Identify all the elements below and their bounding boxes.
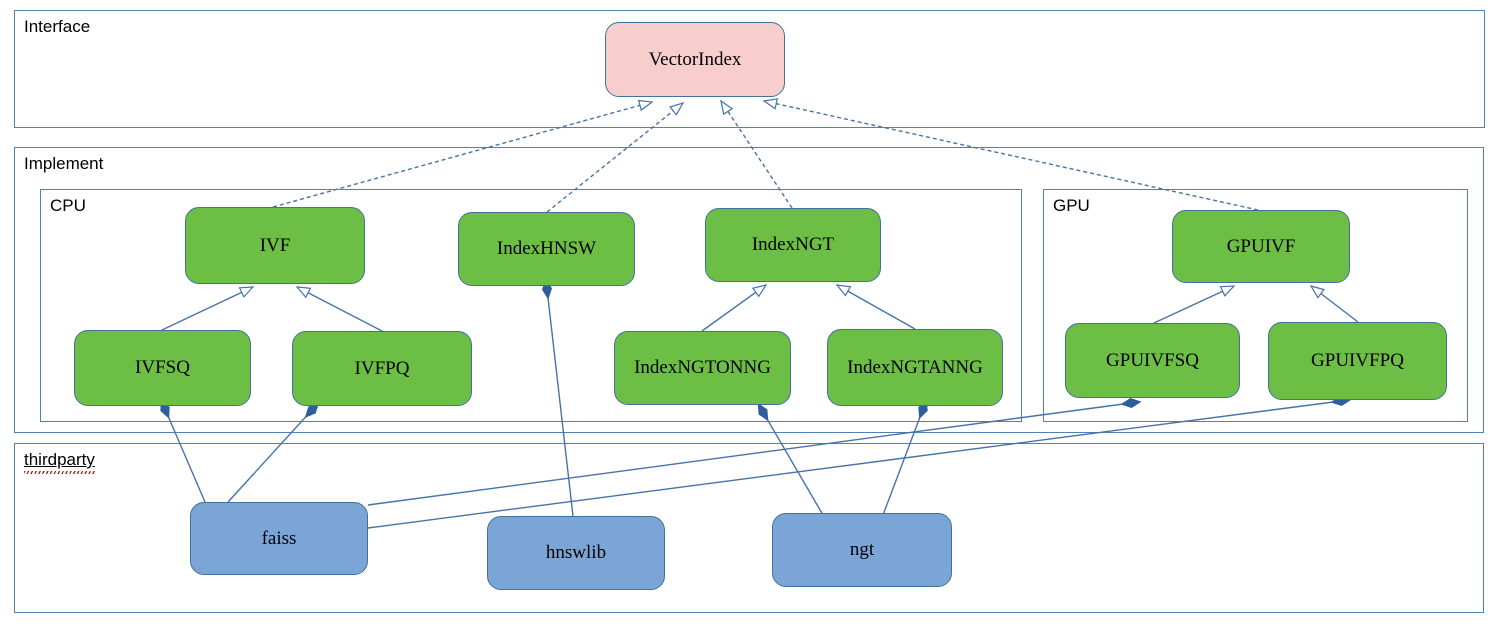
node-vectorindex[interactable]: VectorIndex <box>605 22 785 97</box>
node-label-indexngt: IndexNGT <box>751 234 835 255</box>
node-indexngtanng[interactable]: IndexNGTANNG <box>827 329 1003 406</box>
node-ivfsq[interactable]: IVFSQ <box>74 330 251 406</box>
edge-ngt-composes-indexngtanng <box>882 409 923 516</box>
node-indexhnsw[interactable]: IndexHNSW <box>458 212 635 286</box>
node-label-ivfpq: IVFPQ <box>354 357 410 379</box>
section-implement[interactable]: Implement <box>14 147 1484 433</box>
edge-indexngtanng-extends-indexngt <box>837 285 916 330</box>
edge-faiss-composes-gpuivfsq <box>367 403 1131 506</box>
section-label-thirdparty: thirdparty <box>24 450 95 474</box>
node-ngt[interactable]: ngt <box>772 513 952 587</box>
spellcheck-squiggle <box>24 470 95 474</box>
node-label-indexngtonng: IndexNGTONNG <box>634 357 771 378</box>
edge-hnswlib-composes-indexhnsw <box>547 289 574 517</box>
section-thirdparty[interactable]: thirdparty <box>14 443 1484 613</box>
edge-gpuivf-implements-vectorindex <box>764 101 1259 211</box>
node-faiss[interactable]: faiss <box>190 502 368 575</box>
node-gpuivfpq[interactable]: GPUIVFPQ <box>1268 322 1447 400</box>
node-label-ivfsq: IVFSQ <box>135 357 190 378</box>
section-cpu[interactable]: CPU <box>40 189 1022 422</box>
section-label-cpu: CPU <box>50 196 86 215</box>
node-label-gpuivf: GPUIVF <box>1226 235 1296 257</box>
node-ivf[interactable]: IVF <box>185 207 365 284</box>
node-hnswlib[interactable]: hnswlib <box>487 516 665 590</box>
edge-gpuivfsq-extends-gpuivf <box>1153 286 1234 324</box>
node-label-gpuivfpq: GPUIVFPQ <box>1311 350 1404 371</box>
node-label-indexngtanng: IndexNGTANNG <box>847 356 983 378</box>
node-label-gpuivfsq: GPUIVFSQ <box>1106 349 1199 371</box>
node-ivfpq[interactable]: IVFPQ <box>292 331 472 406</box>
edge-ivfpq-extends-ivf <box>297 287 383 332</box>
section-label-implement: Implement <box>24 154 104 173</box>
edge-ivf-implements-vectorindex <box>272 102 652 208</box>
edge-gpuivfpq-extends-gpuivf <box>1311 286 1359 323</box>
edge-ivfsq-extends-ivf <box>161 287 253 331</box>
section-label-interface: Interface <box>24 17 91 36</box>
node-label-vectorindex: VectorIndex <box>648 48 742 70</box>
edge-faiss-composes-ivfpq <box>227 410 312 503</box>
section-interface[interactable]: Interface <box>14 10 1485 128</box>
node-gpuivf[interactable]: GPUIVF <box>1172 210 1350 283</box>
node-label-ivf: IVF <box>259 234 291 256</box>
edge-indexngt-implements-vectorindex <box>721 101 793 209</box>
edge-faiss-composes-ivfsq <box>165 409 206 503</box>
node-label-ngt: ngt <box>849 539 875 560</box>
edge-indexngtonng-extends-indexngt <box>701 285 766 332</box>
node-label-faiss: faiss <box>261 527 297 549</box>
node-label-hnswlib: hnswlib <box>545 542 607 563</box>
section-label-gpu: GPU <box>1053 196 1090 215</box>
section-gpu[interactable]: GPU <box>1043 189 1468 422</box>
node-indexngt[interactable]: IndexNGT <box>705 208 881 282</box>
edge-faiss-composes-gpuivfpq <box>367 401 1341 529</box>
node-gpuivfsq[interactable]: GPUIVFSQ <box>1065 323 1240 398</box>
node-indexngtonng[interactable]: IndexNGTONNG <box>614 331 791 405</box>
edge-ngt-composes-indexngtonng <box>763 412 824 516</box>
node-label-indexhnsw: IndexHNSW <box>496 238 597 259</box>
edge-indexhnsw-implements-vectorindex <box>546 103 683 213</box>
